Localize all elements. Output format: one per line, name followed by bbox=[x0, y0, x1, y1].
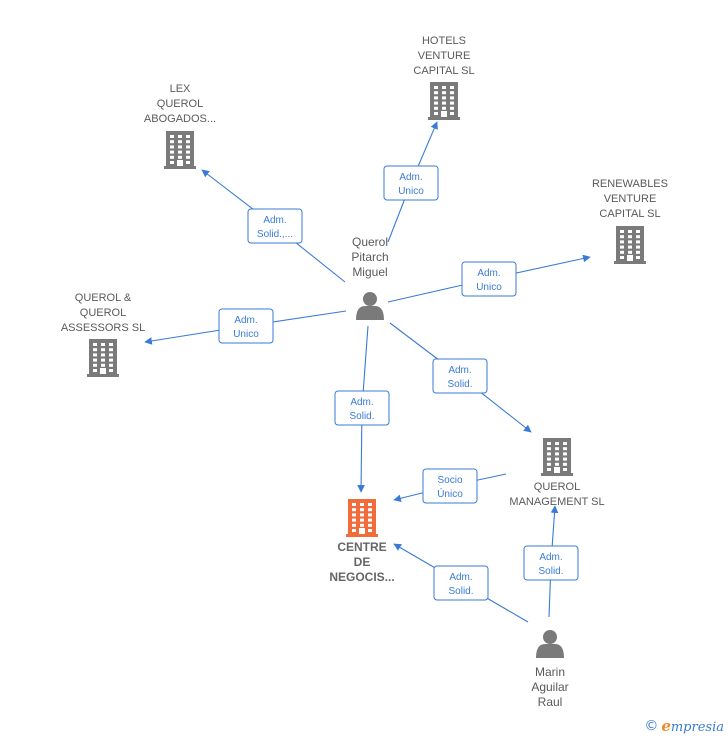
edges-layer: Adm.Solid.,...Adm.UnicoAdm.UnicoAdm.Unic… bbox=[144, 121, 591, 623]
edge-label-text: Adm. bbox=[399, 172, 422, 183]
edge-label-text: Adm. bbox=[539, 552, 562, 563]
edge-label-box[interactable] bbox=[334, 390, 390, 426]
building-icon[interactable] bbox=[164, 131, 196, 169]
node-label: Raul bbox=[538, 695, 563, 709]
edge-querol-to-renewables: Adm. Unico bbox=[387, 254, 591, 303]
node-label: QUEROL bbox=[157, 98, 203, 110]
edge-marin-to-management: Adm. Solid. bbox=[523, 505, 579, 618]
node-label: MANAGEMENT SL bbox=[509, 496, 604, 508]
edge-label-text: Adm. bbox=[263, 215, 286, 226]
node-label: Pitarch bbox=[351, 250, 388, 264]
node-label: RENEWABLES bbox=[592, 178, 668, 190]
edge-label-box[interactable] bbox=[218, 308, 274, 344]
brand-logo-initial: e bbox=[661, 717, 671, 735]
edge-label-text: Solid. bbox=[447, 379, 472, 390]
edge-label-box[interactable] bbox=[523, 545, 579, 581]
edge-querol-to-lex: Adm. Solid.,... bbox=[201, 169, 346, 283]
edge-querol-to-assessors: Adm. Unico bbox=[144, 308, 347, 345]
edge-label-text: Adm. bbox=[449, 572, 472, 583]
node-label: Aguilar bbox=[531, 680, 568, 694]
node-label: ABOGADOS... bbox=[144, 113, 216, 125]
edge-querol-to-centre: Adm. Solid. bbox=[334, 325, 390, 493]
node-lex[interactable]: LEX QUEROL ABOGADOS... bbox=[144, 83, 216, 169]
edge-querol-to-management: Adm. Solid. bbox=[389, 322, 532, 433]
node-label: LEX bbox=[170, 83, 191, 95]
building-icon[interactable] bbox=[87, 339, 119, 377]
building-icon[interactable] bbox=[614, 226, 646, 264]
brand-footer[interactable]: © empresia bbox=[644, 716, 724, 736]
node-assessors[interactable]: QUEROL & QUEROL ASSESSORS SL bbox=[61, 292, 145, 377]
edge-label-box[interactable] bbox=[432, 358, 488, 394]
node-label: VENTURE bbox=[418, 50, 471, 62]
building-icon[interactable] bbox=[428, 82, 460, 120]
node-label: QUEROL & bbox=[75, 292, 132, 304]
edge-querol-to-hotels: Adm. Unico bbox=[383, 121, 439, 243]
edge-label-text: Solid.,... bbox=[257, 229, 293, 240]
node-renewables[interactable]: RENEWABLES VENTURE CAPITAL SL bbox=[592, 178, 668, 264]
edge-label-box[interactable] bbox=[383, 165, 439, 201]
edge-label-text: Único bbox=[437, 487, 463, 500]
node-hotels[interactable]: HOTELS VENTURE CAPITAL SL bbox=[413, 35, 475, 120]
node-label: DE bbox=[354, 555, 371, 569]
node-label: NEGOCIS... bbox=[329, 570, 394, 584]
node-label: QUEROL bbox=[534, 481, 580, 493]
building-icon[interactable] bbox=[541, 438, 573, 476]
edge-label-text: Solid. bbox=[538, 566, 563, 577]
node-label: Querol bbox=[352, 235, 388, 249]
node-label: Miguel bbox=[352, 265, 387, 279]
edge-label-box[interactable] bbox=[461, 261, 517, 297]
edge-label-box[interactable] bbox=[433, 565, 489, 601]
edge-marin-to-centre: Adm. Solid. bbox=[393, 543, 529, 623]
node-centre[interactable]: CENTREDENEGOCIS... bbox=[329, 499, 395, 584]
edge-label-text: Unico bbox=[233, 329, 259, 340]
edge-label-text: Unico bbox=[398, 186, 424, 197]
edge-label-text: Unico bbox=[476, 282, 502, 293]
edge-label-box[interactable] bbox=[422, 468, 478, 504]
node-label: ASSESSORS SL bbox=[61, 322, 145, 334]
edge-label-text: Solid. bbox=[448, 586, 473, 597]
edge-label-text: Adm. bbox=[350, 397, 373, 408]
edge-label-text: Adm. bbox=[477, 268, 500, 279]
copyright-icon: © bbox=[644, 718, 659, 734]
focus-building-icon[interactable] bbox=[346, 499, 378, 537]
person-icon[interactable] bbox=[356, 292, 384, 320]
node-label: HOTELS bbox=[422, 35, 466, 47]
nodes-layer: LEX QUEROL ABOGADOS... HOTELS VENTURE CAPITAL… bbox=[61, 35, 668, 709]
brand-logo-text: mpresia bbox=[670, 720, 724, 735]
edge-label-text: Adm. bbox=[448, 365, 471, 376]
edge-label-text: Socio bbox=[437, 475, 462, 486]
edge-label-text: Adm. bbox=[234, 315, 257, 326]
person-icon[interactable] bbox=[536, 630, 564, 658]
edge-label-box[interactable] bbox=[247, 208, 303, 244]
node-label: QUEROL bbox=[80, 307, 126, 319]
node-label: VENTURE bbox=[604, 193, 657, 205]
node-management[interactable]: QUEROL MANAGEMENT SL bbox=[509, 438, 605, 508]
edge-label-text: Solid. bbox=[349, 411, 374, 422]
node-label: Marin bbox=[535, 665, 565, 679]
node-label: CENTRE bbox=[337, 540, 386, 554]
node-label: CAPITAL SL bbox=[599, 208, 660, 220]
node-label: CAPITAL SL bbox=[413, 65, 474, 77]
